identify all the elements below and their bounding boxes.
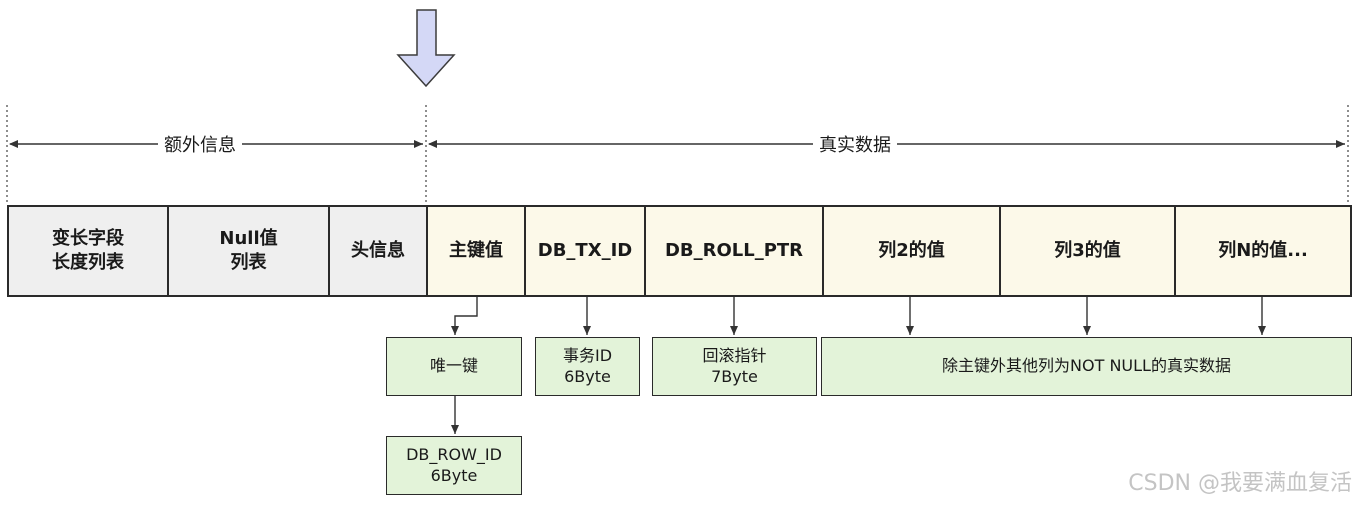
field-col2: 列2的值 (822, 205, 1001, 297)
row-id-box: DB_ROW_ID 6Byte (386, 436, 522, 495)
field-null-list: Null值 列表 (167, 205, 330, 297)
field-header-info: 头信息 (328, 205, 428, 297)
field-col3: 列3的值 (999, 205, 1176, 297)
pk-to-unique-connector (451, 296, 478, 335)
field-primary-key: 主键值 (426, 205, 526, 297)
tx-id-box: 事务ID 6Byte (535, 337, 640, 396)
field-varlen-list: 变长字段 长度列表 (7, 205, 169, 297)
other-columns-box: 除主键外其他列为NOT NULL的真实数据 (821, 337, 1352, 396)
pointer-arrow-icon (396, 9, 456, 88)
watermark: CSDN @我要满血复活 (1128, 471, 1352, 496)
roll-ptr-box: 回滚指针 7Byte (652, 337, 817, 396)
real-data-label: 真实数据 (813, 131, 897, 157)
field-db-roll-ptr: DB_ROLL_PTR (644, 205, 824, 297)
unique-key-box: 唯一键 (386, 337, 522, 396)
field-db-tx-id: DB_TX_ID (524, 205, 646, 297)
extra-info-label: 额外信息 (158, 131, 242, 157)
field-coln: 列N的值... (1174, 205, 1352, 297)
